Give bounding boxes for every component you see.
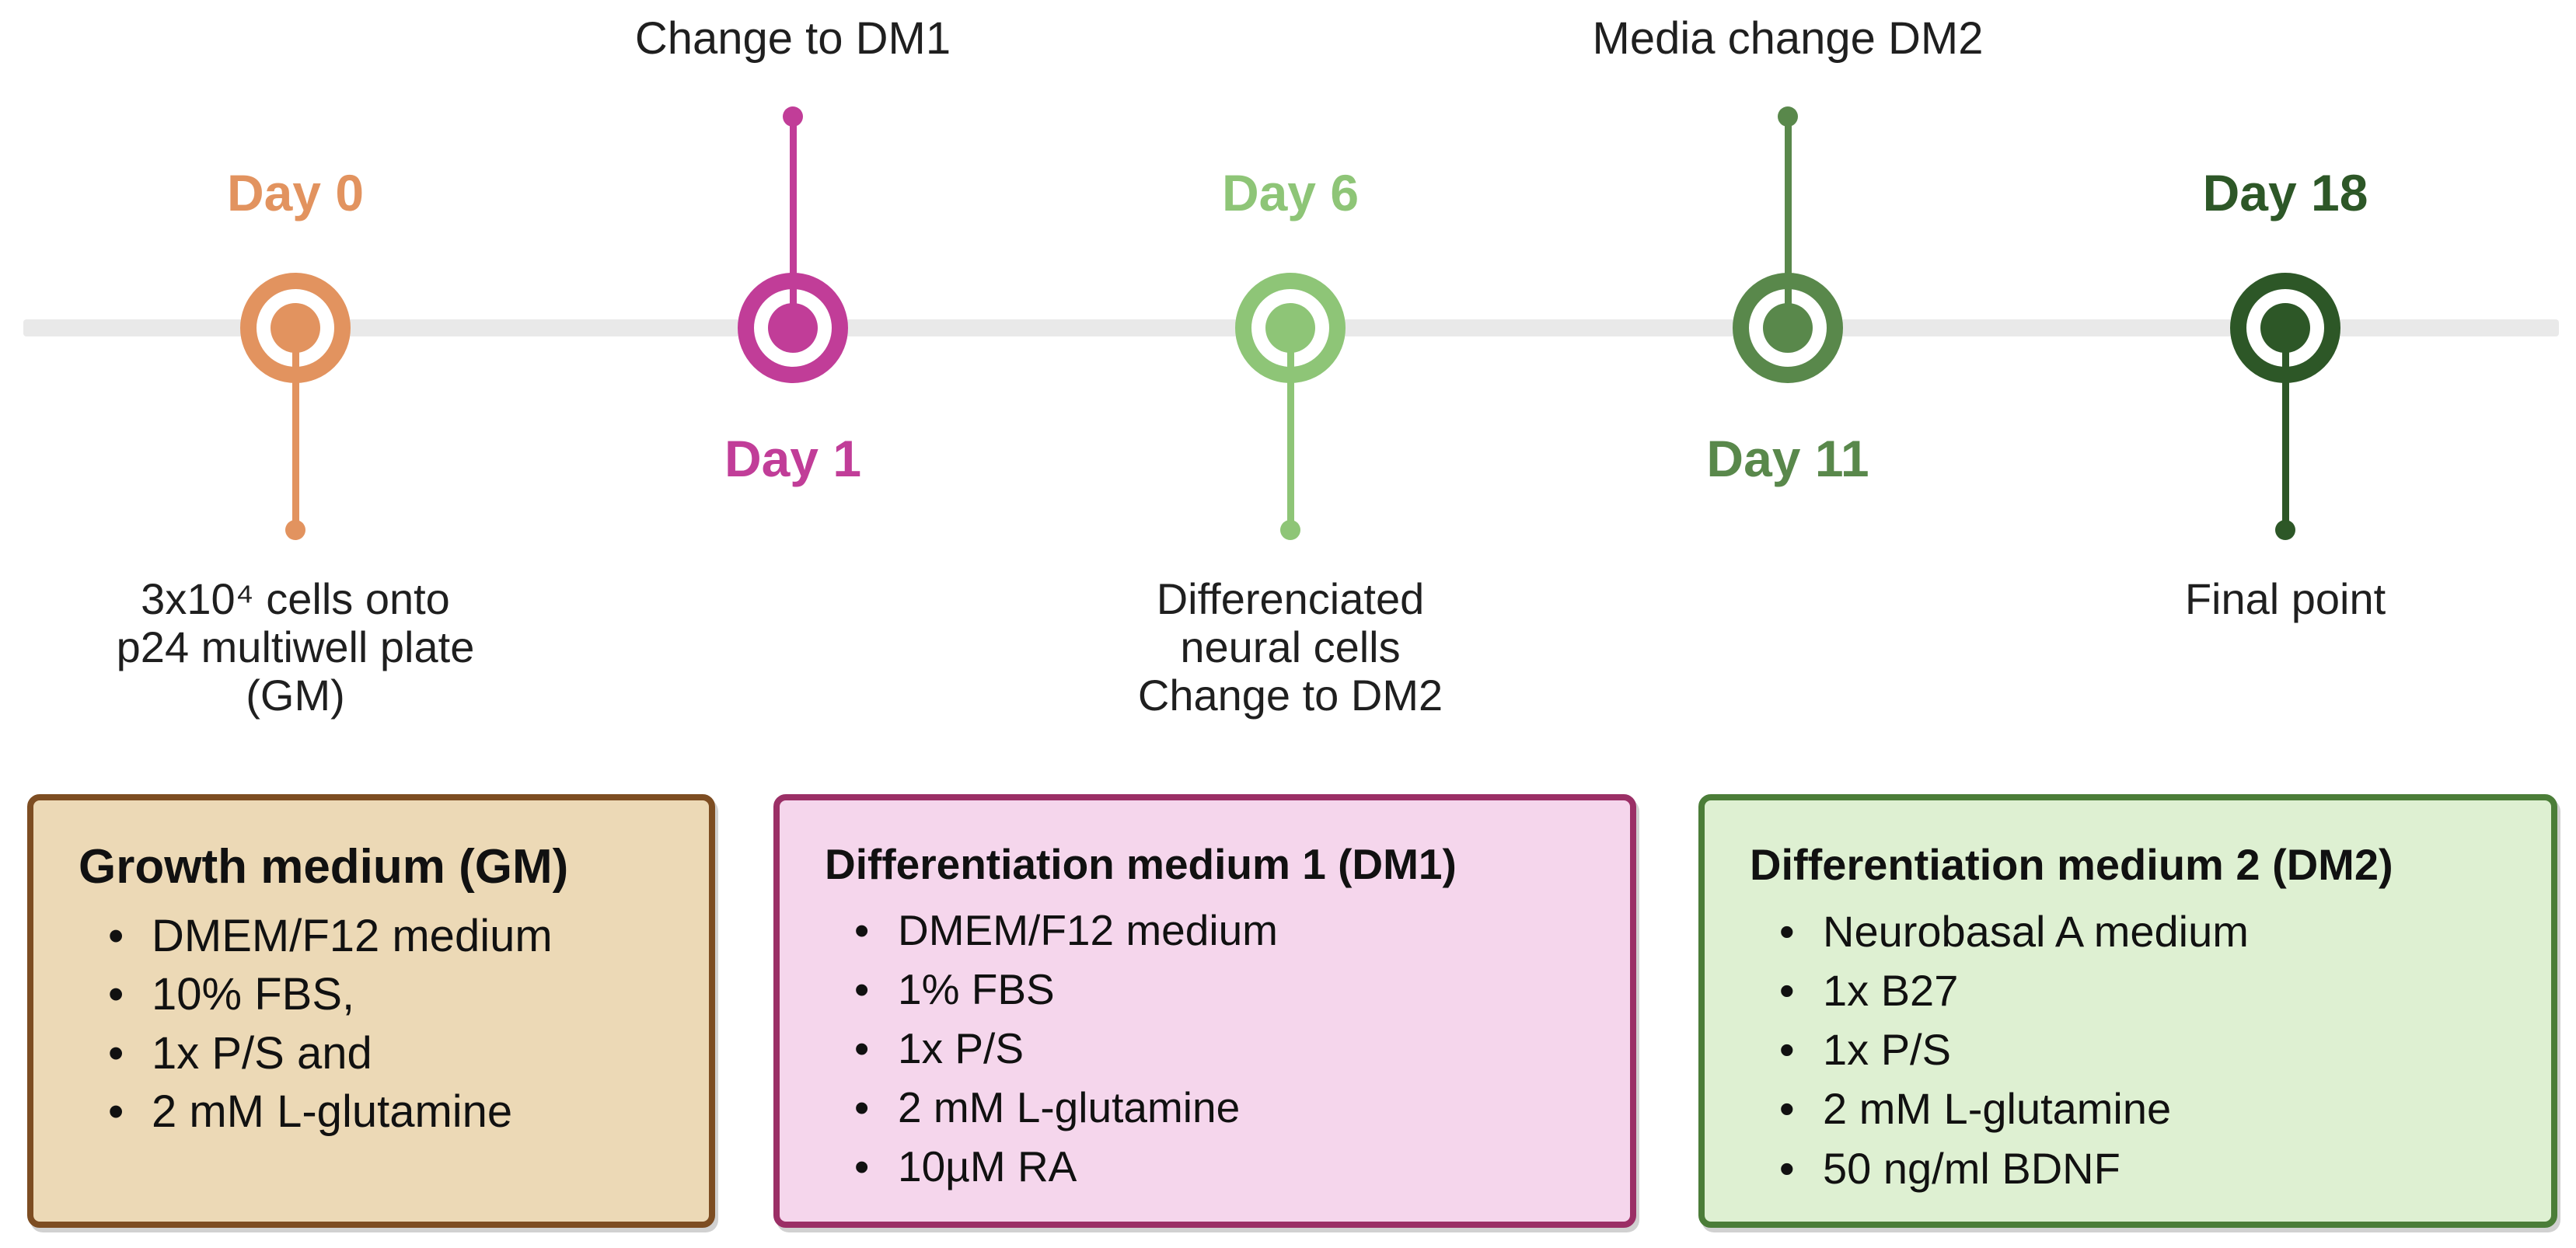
day-label-day-11: Day 11 [1706,430,1869,487]
milestone-pin-dot-day-1 [783,106,803,127]
milestone-stem-day-11 [1784,117,1792,328]
milestone-pin-dot-day-11 [1778,106,1798,127]
annotation-line: neural cells [1180,622,1401,671]
day-label-day-1: Day 1 [724,430,862,487]
medium-ingredient-list-gm: DMEM/F12 medium10% FBS,1x P/S and2 mM L-… [33,907,709,1142]
day-label-day-0: Day 0 [226,164,365,221]
medium-box-dm2: Differentiation medium 2 (DM2) Neurobasal… [1698,794,2557,1228]
medium-ingredient: 10% FBS, [108,965,709,1024]
event-label-day-11: Media change DM2 [1592,13,1984,64]
milestone-stem-day-18 [2281,328,2289,530]
annotation-line: 3x10⁴ cells onto [141,574,450,623]
milestone-marker-core-day-0 [271,303,320,353]
medium-ingredient: 1x B27 [1779,961,2551,1020]
medium-ingredient: Neurobasal A medium [1779,902,2551,961]
medium-box-title-dm1: Differentiation medium 1 (DM1) [825,840,1457,888]
annotation-line: Final point [2184,574,2386,623]
annotation-line: (GM) [246,671,345,720]
milestone-pin-dot-day-0 [285,520,305,540]
medium-ingredient: 2 mM L-glutamine [108,1082,709,1142]
medium-ingredient: DMEM/F12 medium [108,907,709,966]
event-label-day-1: Change to DM1 [634,13,951,64]
milestone-stem-day-1 [789,117,797,328]
medium-ingredient: 1x P/S [854,1020,1630,1079]
event-annotation-day-18: Final point [2185,575,2386,623]
day-label-day-6: Day 6 [1221,164,1360,221]
milestone-marker-core-day-1 [768,303,818,353]
medium-ingredient: 1% FBS [854,960,1630,1020]
medium-ingredient: 2 mM L-glutamine [854,1079,1630,1138]
milestone-pin-dot-day-6 [1280,520,1300,540]
medium-ingredient: 1x P/S [1779,1020,2551,1079]
medium-ingredient: DMEM/F12 medium [854,901,1630,960]
annotation-line: Change to DM2 [1137,671,1443,720]
milestone-marker-core-day-18 [2260,303,2310,353]
medium-box-dm1: Differentiation medium 1 (DM1) DMEM/F12 m… [773,794,1636,1228]
milestone-stem-day-6 [1286,328,1294,530]
annotation-line: Differenciated [1156,574,1425,623]
medium-box-gm: Growth medium (GM) DMEM/F12 medium10% FBS… [27,794,715,1228]
day-label-day-18: Day 18 [2202,164,2368,221]
milestone-pin-dot-day-18 [2275,520,2295,540]
milestone-marker-core-day-11 [1763,303,1813,353]
medium-box-title-gm: Growth medium (GM) [79,840,569,894]
annotation-line: p24 multiwell plate [116,622,475,671]
medium-ingredient: 2 mM L-glutamine [1779,1079,2551,1138]
medium-ingredient: 50 ng/ml BDNF [1779,1139,2551,1198]
medium-box-title-dm2: Differentiation medium 2 (DM2) [1750,840,2393,889]
milestone-stem-day-0 [291,328,299,530]
milestone-marker-core-day-6 [1265,303,1315,353]
medium-ingredient-list-dm2: Neurobasal A medium1x B271x P/S2 mM L-gl… [1705,902,2551,1198]
medium-ingredient: 1x P/S and [108,1024,709,1083]
medium-ingredient: 10µM RA [854,1138,1630,1197]
